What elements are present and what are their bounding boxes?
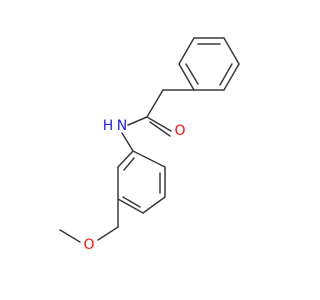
carbonyl-bond <box>146 116 172 132</box>
phenyl-ring <box>178 37 240 91</box>
methoxymethyl-chain <box>59 198 119 243</box>
bond <box>97 226 119 241</box>
ether-oxygen-label: O <box>83 237 94 253</box>
structure-canvas: H N O O <box>59 37 240 253</box>
bond <box>117 150 134 168</box>
bond <box>223 63 240 91</box>
double-bond-inner <box>219 63 233 86</box>
bond <box>132 150 166 168</box>
double-bond-inner <box>185 63 199 85</box>
carbonyl-oxygen-label: O <box>174 123 185 139</box>
bond <box>59 229 81 243</box>
aniline-ring <box>117 150 166 214</box>
molecule-structure: H N O O <box>59 37 240 253</box>
bond <box>117 198 144 214</box>
bond <box>146 89 164 118</box>
bond <box>178 63 195 91</box>
bond <box>178 37 195 65</box>
nitrogen-label: N <box>117 118 127 134</box>
double-bond-inner <box>122 196 141 208</box>
carbonyl-bond <box>149 121 171 137</box>
amide-chain <box>127 89 195 137</box>
double-bond-inner <box>123 157 135 171</box>
hydrogen-label: H <box>103 118 114 134</box>
bond <box>127 116 148 126</box>
bond <box>142 196 166 214</box>
bond <box>121 132 134 152</box>
bond <box>223 37 240 65</box>
